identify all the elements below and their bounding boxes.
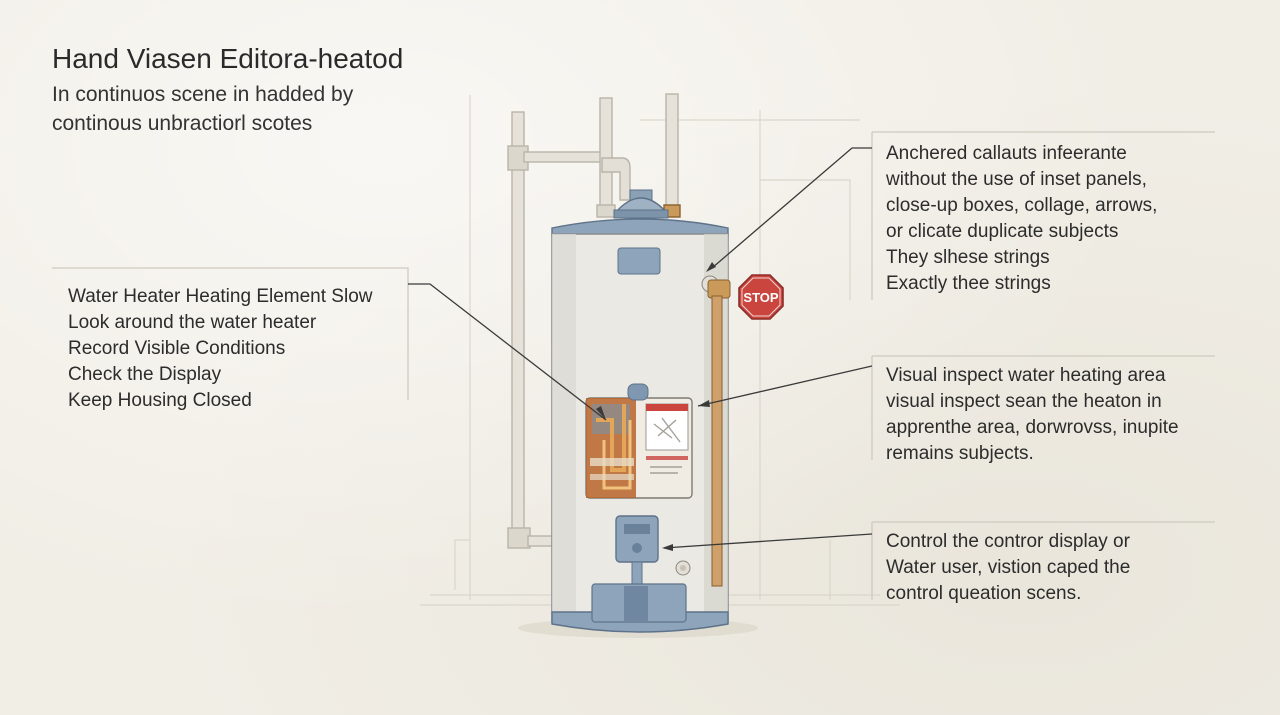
leader-arrowheads <box>596 262 716 551</box>
callout-anchored: Anchered callauts infeerante without the… <box>886 141 1157 297</box>
page-title: Hand Viasen Editora-heatod <box>52 43 404 74</box>
callout-line: Record Visible Conditions <box>68 338 286 359</box>
callout-heating-element: Water Heater Heating Element Slow Look a… <box>68 284 372 414</box>
callout-control-display: Control the contror display or Water use… <box>886 529 1130 607</box>
bottom-right-callout-leader <box>663 533 873 549</box>
stop-sign-label: STOP <box>743 290 778 305</box>
heating-element-panel <box>585 383 693 499</box>
callout-line: visual inspect sean the heaton in <box>886 391 1162 412</box>
callout-line: Water user, vistion caped the <box>886 557 1131 578</box>
callout-line: without the use of inset panels, <box>886 169 1147 190</box>
mid-right-callout-leader <box>697 365 873 407</box>
callout-line: Look around the water heater <box>68 312 317 333</box>
leader-lines <box>52 131 1215 600</box>
callout-line: Exactly thee strings <box>886 273 1051 294</box>
callout-line: Keep Housing Closed <box>68 390 252 411</box>
burner-access-panel <box>591 583 687 623</box>
background-sketch <box>420 95 900 606</box>
control-unit <box>615 515 691 593</box>
callout-line: or clicate duplicate subjects <box>886 221 1119 242</box>
callout-line: apprenthe area, dorwrovss, inupite <box>886 417 1179 438</box>
top-right-callout-leader <box>711 147 872 269</box>
subtitle-line: continous unbractiorl scotes <box>52 112 313 135</box>
left-callout-leader <box>408 283 607 421</box>
callout-visual-inspect: Visual inspect water heating area visual… <box>886 363 1179 467</box>
page-subtitle: In continuos scene in hadded by continou… <box>52 80 353 138</box>
flue-cap <box>613 189 669 219</box>
callout-line: They slhese strings <box>886 247 1050 268</box>
relief-valve <box>701 275 731 587</box>
callout-line: Control the contror display or <box>886 531 1130 552</box>
callout-line: close-up boxes, collage, arrows, <box>886 195 1158 216</box>
callout-line: Anchered callauts infeerante <box>886 143 1127 164</box>
callout-line: remains subjects. <box>886 443 1034 464</box>
stop-sign: STOP <box>738 274 784 320</box>
callout-line: control queation scens. <box>886 583 1082 604</box>
callout-line: Visual inspect water heating area <box>886 365 1166 386</box>
callout-line: Check the Display <box>68 364 222 385</box>
subtitle-line: In continuos scene in hadded by <box>52 83 354 106</box>
callout-line: Water Heater Heating Element Slow <box>68 286 373 307</box>
